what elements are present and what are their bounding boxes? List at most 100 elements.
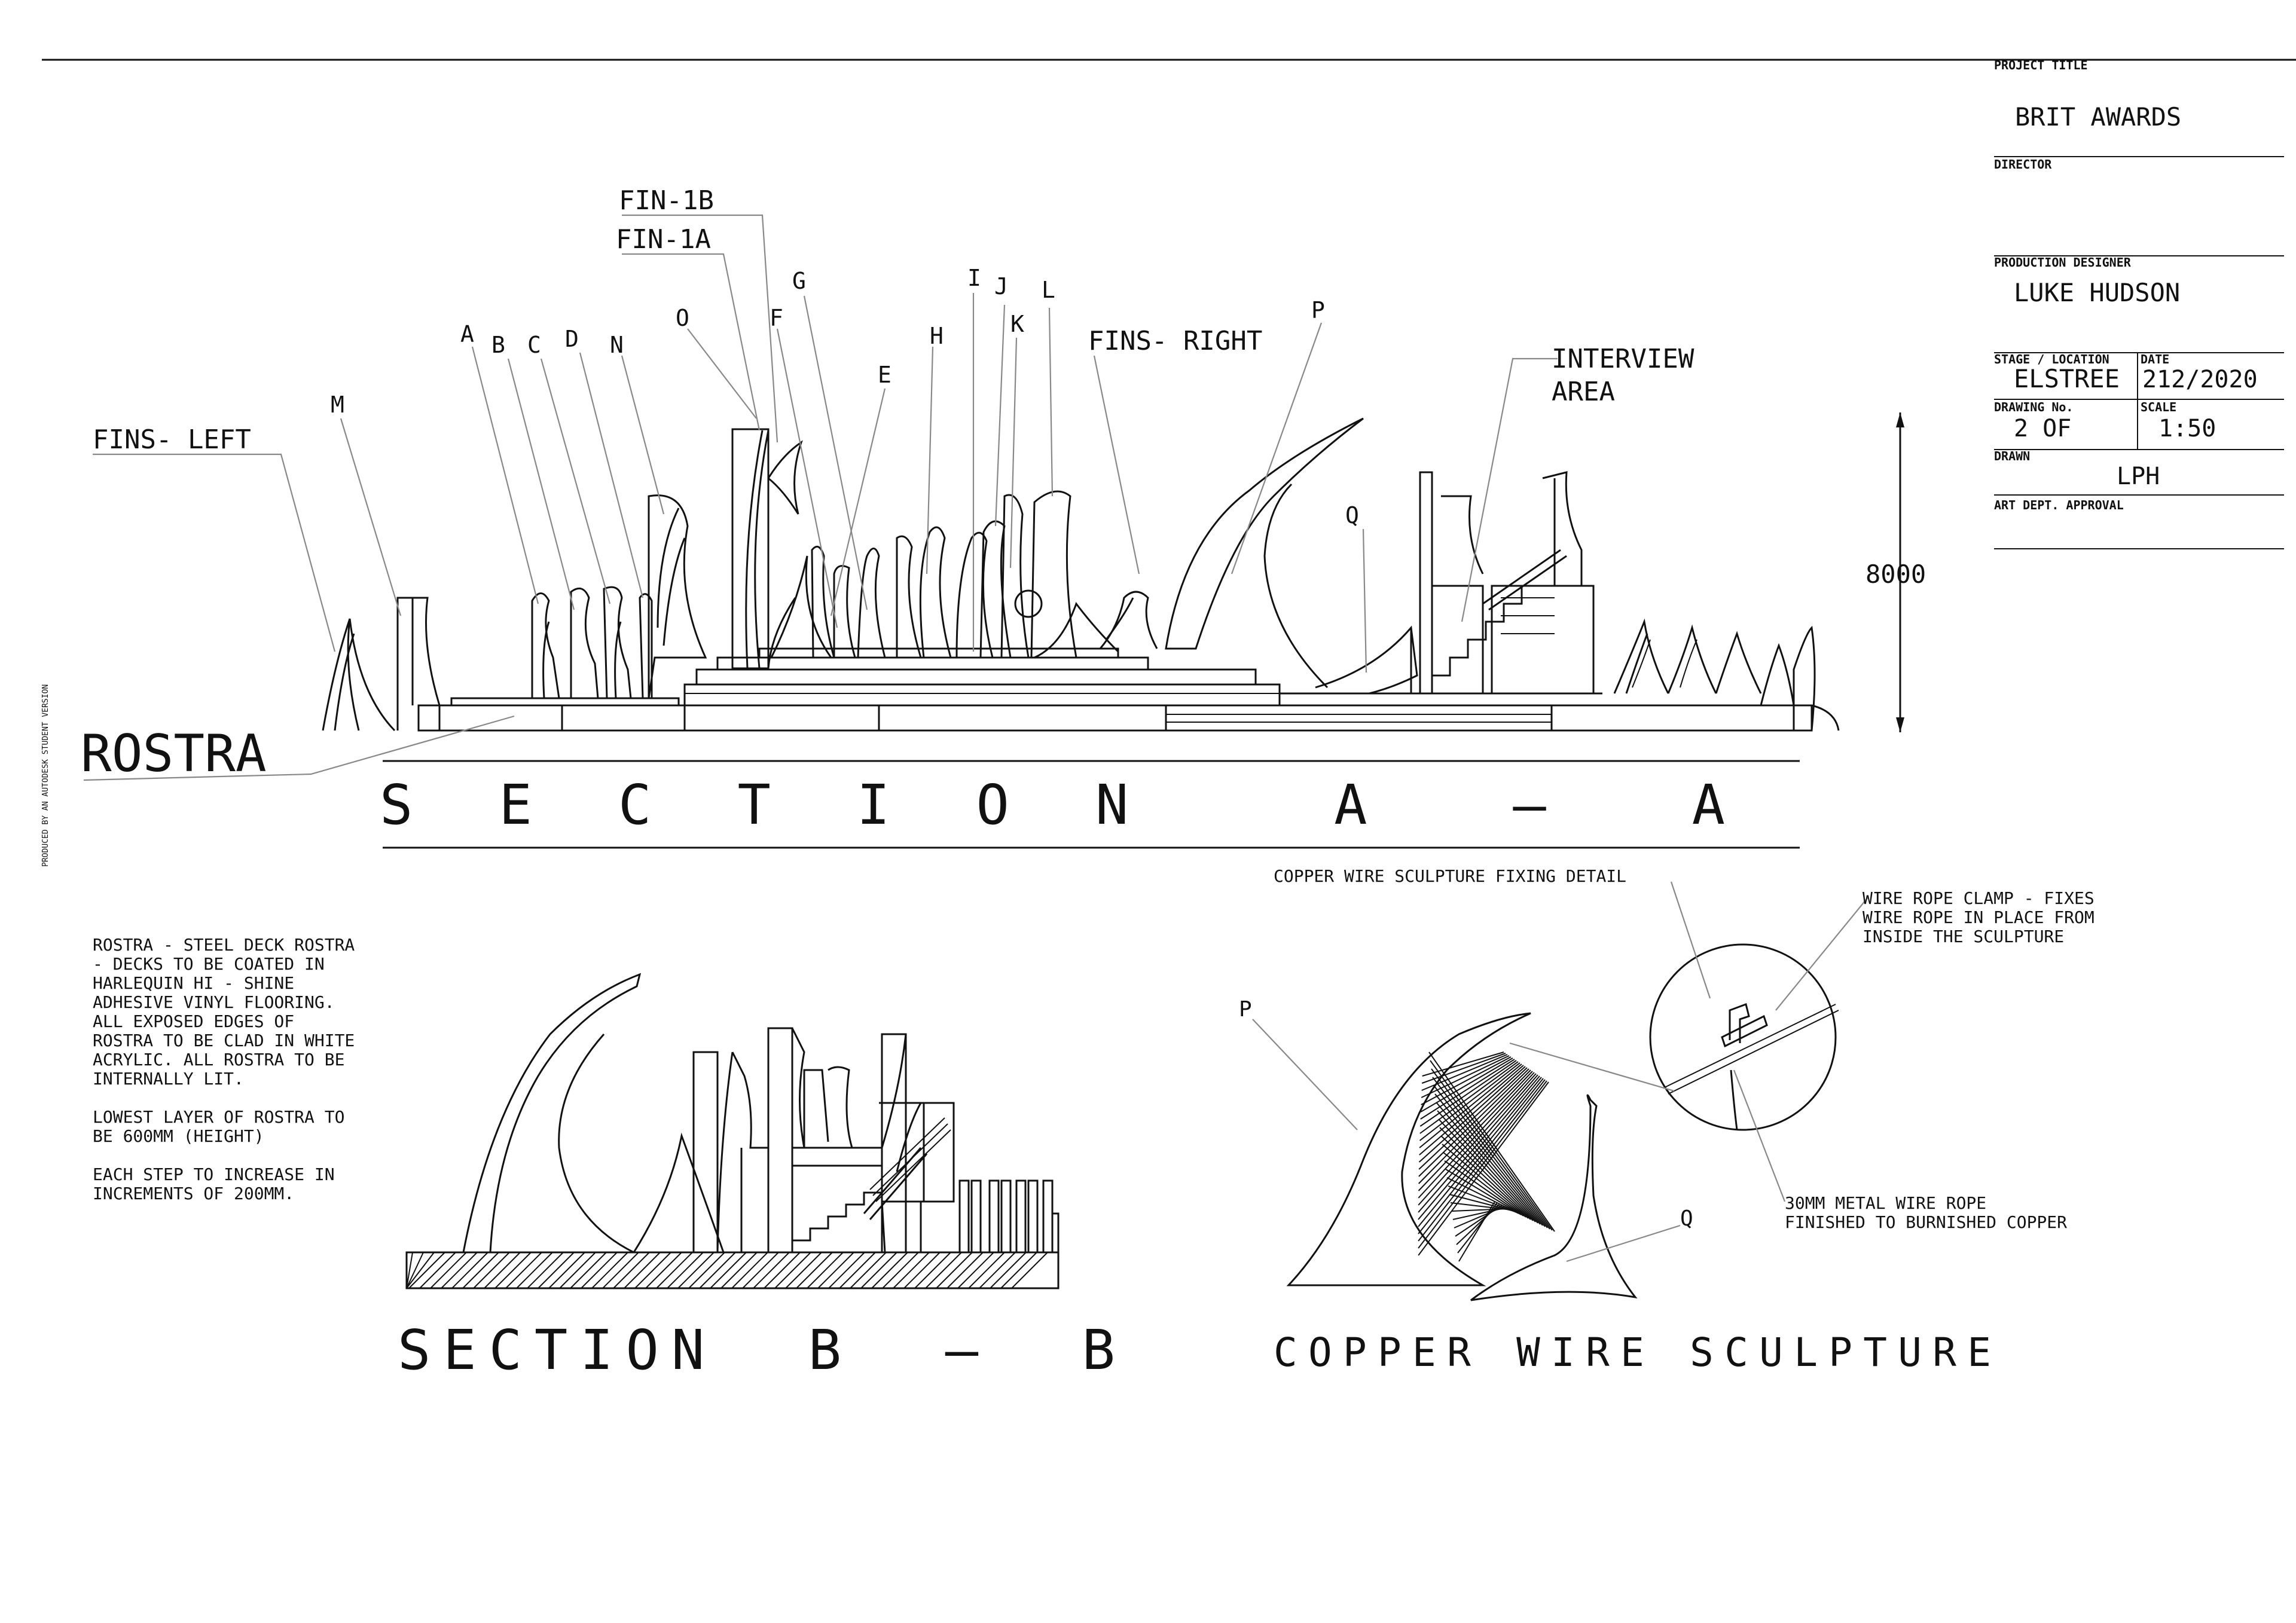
- wire-line: [1445, 1169, 1522, 1215]
- notes-line: ACRYLIC. ALL ROSTRA TO BE: [93, 1050, 344, 1069]
- fins-left-label: FINS- LEFT: [93, 424, 251, 455]
- wire-line: [1432, 1077, 1548, 1228]
- production-designer-label: PRODUCTION DESIGNER: [1994, 255, 2132, 270]
- wire-line: [1437, 1110, 1538, 1224]
- sculpture-labels: COPPER WIRE SCULPTURE FIXING DETAIL WIRE…: [1239, 866, 2095, 1376]
- fins-right-label: FINS- RIGHT: [1088, 326, 1262, 356]
- section-bb-title: SECTION B – B: [398, 1318, 1115, 1382]
- clamp-note-2: WIRE ROPE IN PLACE FROM: [1863, 907, 2095, 927]
- wire-line: [1421, 1056, 1512, 1105]
- scale-label: SCALE: [2141, 400, 2176, 414]
- label-f: F: [770, 305, 783, 331]
- art-dept-label: ART DEPT. APPROVAL: [1994, 498, 2124, 512]
- rostra-platform: [417, 647, 1840, 732]
- wire-line: [1418, 1073, 1537, 1206]
- wire-line: [1418, 1079, 1546, 1242]
- wire-line: [1456, 1203, 1500, 1245]
- wire-line: [1418, 1078, 1544, 1234]
- sculpture-p-label: P: [1239, 997, 1252, 1022]
- label-j: J: [994, 273, 1008, 299]
- wire-line: [1421, 1053, 1506, 1084]
- fins-far-right: [1613, 618, 1816, 731]
- interview-label-2: AREA: [1552, 377, 1615, 407]
- wire-line: [1418, 1071, 1533, 1191]
- label-l: L: [1042, 277, 1055, 303]
- wire-line: [1418, 1068, 1529, 1177]
- label-i: I: [967, 265, 981, 291]
- notes-line: ALL EXPOSED EDGES OF: [93, 1011, 294, 1031]
- section-aa-title: S E C T I O N A – A: [380, 773, 1725, 837]
- notes-line: - DECKS TO BE COATED IN: [93, 954, 325, 974]
- rostra-label: ROSTRA: [81, 724, 267, 784]
- wire-line: [1458, 1201, 1495, 1262]
- drawn-label: DRAWN: [1994, 449, 2030, 463]
- fins-left-shape: [322, 597, 441, 732]
- wire-line: [1455, 1205, 1503, 1237]
- scale-value: 1:50: [2158, 415, 2216, 442]
- label-b: B: [491, 332, 505, 358]
- label-q: Q: [1345, 502, 1359, 528]
- wire-line: [1419, 1061, 1519, 1134]
- wire-line: [1454, 1206, 1505, 1228]
- label-c: C: [527, 332, 541, 358]
- sculpture-p-q: [1165, 417, 1418, 695]
- date-value: 212/2020: [2142, 366, 2258, 393]
- stage-location: ELSTREE: [2014, 364, 2120, 393]
- rope-note-1: 30MM METAL WIRE ROPE: [1785, 1193, 1986, 1213]
- wire-line: [1418, 1069, 1531, 1184]
- production-designer: LUKE HUDSON: [2014, 278, 2180, 307]
- label-g: G: [792, 268, 806, 294]
- fixing-detail-label: COPPER WIRE SCULPTURE FIXING DETAIL: [1274, 866, 1626, 886]
- notes-line: INCREMENTS OF 200MM.: [93, 1184, 294, 1203]
- sculpture-q-label: Q: [1680, 1206, 1693, 1231]
- section-bb-drawing: [405, 973, 1060, 1289]
- wire-line: [1418, 1066, 1526, 1163]
- wire-line: [1418, 1072, 1535, 1199]
- wire-line: [1444, 1160, 1524, 1217]
- notes-line: [93, 1145, 103, 1165]
- label-o: O: [676, 305, 689, 331]
- wire-line: [1418, 1074, 1538, 1213]
- project-title: BRIT AWARDS: [2015, 102, 2181, 132]
- fin-1b-label: FIN-1B: [619, 185, 714, 216]
- label-d: D: [565, 326, 579, 352]
- fins-center: [770, 490, 1119, 659]
- rope-note-2: FINISHED TO BURNISHED COPPER: [1785, 1212, 2067, 1232]
- wire-fan: [1418, 1052, 1555, 1262]
- copper-sculpture-title: COPPER WIRE SCULPTURE: [1274, 1329, 1991, 1376]
- label-n: N: [610, 332, 624, 358]
- notes-block: ROSTRA - STEEL DECK ROSTRA- DECKS TO BE …: [93, 935, 355, 1203]
- notes-line: EACH STEP TO INCREASE IN: [93, 1164, 335, 1184]
- wire-line: [1418, 1081, 1549, 1256]
- drawing-no: 2 OF: [2014, 415, 2071, 442]
- notes-line: BE 600MM (HEIGHT): [93, 1126, 264, 1146]
- sculpture-leaders: [1252, 881, 1869, 1263]
- fins-right-shape: [1099, 591, 1158, 649]
- clamp-note-3: INSIDE THE SCULPTURE: [1863, 927, 2064, 946]
- date-label: DATE: [2141, 352, 2169, 366]
- wire-line: [1440, 1135, 1531, 1220]
- drawing-no-label: DRAWING No.: [1994, 400, 2073, 414]
- wire-line: [1457, 1202, 1498, 1254]
- wire-line: [1419, 1065, 1524, 1156]
- notes-line: LOWEST LAYER OF ROSTRA TO: [93, 1107, 344, 1127]
- title-block: PROJECT TITLE BRIT AWARDS DIRECTOR PRODU…: [1994, 58, 2284, 549]
- fin-1a-1b: [731, 428, 803, 670]
- notes-line: [93, 1088, 103, 1108]
- wire-line: [1418, 1075, 1540, 1220]
- wire-line: [1421, 1054, 1508, 1091]
- label-k: K: [1010, 311, 1024, 337]
- fins-abcd: [531, 494, 707, 699]
- project-title-label: PROJECT TITLE: [1994, 58, 2088, 72]
- interview-area-structure: [1419, 471, 1595, 695]
- label-e: E: [878, 362, 891, 388]
- notes-line: INTERNALLY LIT.: [93, 1069, 244, 1089]
- wire-line: [1439, 1127, 1534, 1221]
- copper-sculpture-drawing: [1286, 943, 1839, 1301]
- wire-line: [1418, 1067, 1528, 1170]
- section-aa-drawing: [322, 412, 1904, 849]
- drawn-value: LPH: [2117, 463, 2160, 490]
- director-label: DIRECTOR: [1994, 157, 2052, 172]
- label-p: P: [1311, 297, 1325, 323]
